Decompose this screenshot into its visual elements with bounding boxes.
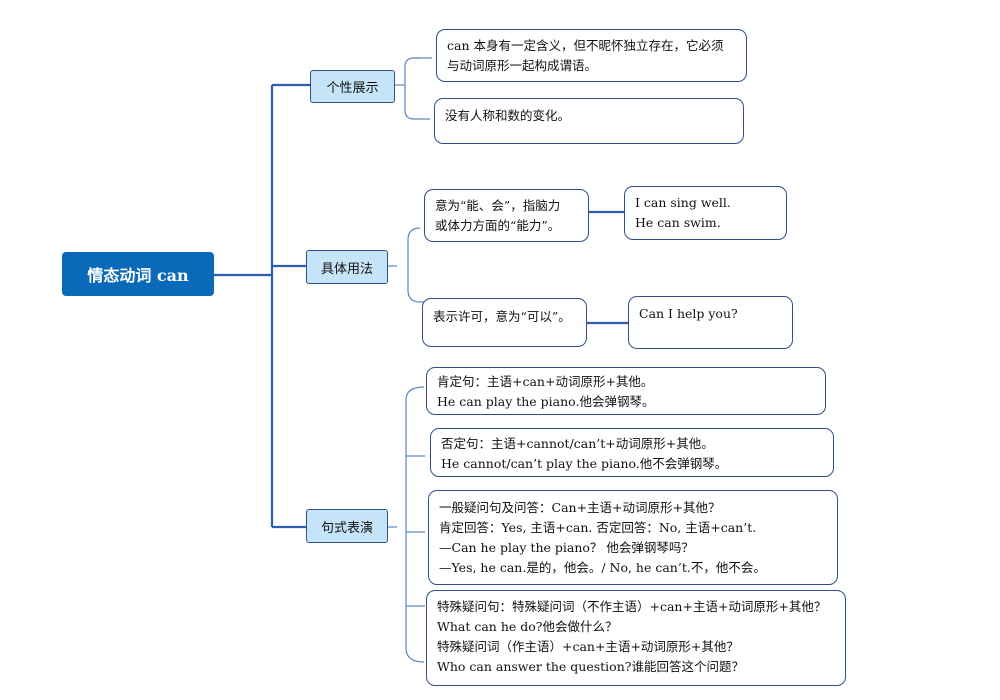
example-text: I can sing well. — [635, 195, 731, 210]
node-text: He can play the piano.他会弹钢琴。 — [437, 394, 655, 409]
personality-node-1: can 本身有一定含义，但不昵怀独立存在，它必须 与动词原形一起构成谓语。 — [436, 29, 747, 82]
node-text: —Yes, he can.是的，他会。/ No, he can’t.不，他不会。 — [439, 560, 766, 575]
node-text: 或体力方面的“能力”。 — [435, 218, 561, 233]
node-text: —Can he play the piano？ 他会弹钢琴吗？ — [439, 540, 694, 555]
category-label: 具体用法 — [320, 261, 373, 277]
node-text: 表示许可，意为“可以”。 — [433, 309, 571, 324]
usage-node-2: 表示许可，意为“可以”。 — [422, 298, 587, 347]
pattern-node-general-question: 一般疑问句及问答：Can+主语+动词原形+其他？ 肯定回答：Yes, 主语+ca… — [428, 490, 838, 585]
node-text: 没有人称和数的变化。 — [445, 108, 571, 123]
personality-node-2: 没有人称和数的变化。 — [434, 98, 744, 144]
usage-node-1: 意为“能、会”，指脑力 或体力方面的“能力”。 — [424, 189, 589, 242]
category-patterns: 句式表演 — [306, 509, 388, 543]
pattern-node-special-question: 特殊疑问句：特殊疑问词（不作主语）+can+主语+动词原形+其他？ What c… — [426, 590, 846, 686]
category-label: 句式表演 — [320, 520, 373, 536]
node-text: 否定句：主语+cannot/can’t+动词原形+其他。 — [441, 436, 714, 451]
example-text: Can I help you? — [639, 306, 738, 321]
node-text: 一般疑问句及问答：Can+主语+动词原形+其他？ — [439, 500, 721, 515]
example-text: He can swim. — [635, 215, 721, 230]
node-text: 意为“能、会”，指脑力 — [435, 198, 561, 213]
node-text: 肯定句：主语+can+动词原形+其他。 — [437, 374, 654, 389]
node-text: 肯定回答：Yes, 主语+can. 否定回答：No, 主语+can’t. — [439, 520, 757, 535]
node-text: 与动词原形一起构成谓语。 — [447, 58, 598, 73]
category-personality: 个性展示 — [310, 70, 395, 103]
node-text: can 本身有一定含义，但不昵怀独立存在，它必须 — [447, 38, 724, 53]
pattern-node-affirmative: 肯定句：主语+can+动词原形+其他。 He can play the pian… — [426, 367, 826, 415]
node-text: He cannot/can’t play the piano.他不会弹钢琴。 — [441, 456, 728, 471]
usage-example-2: Can I help you? — [628, 296, 793, 349]
category-label: 个性展示 — [326, 81, 379, 96]
usage-example-1: I can sing well. He can swim. — [624, 186, 787, 240]
node-text: What can he do?他会做什么？ — [437, 619, 618, 634]
node-text: Who can answer the question?谁能回答这个问题？ — [437, 659, 744, 674]
root-label: 情态动词 can — [87, 266, 189, 285]
pattern-node-negative: 否定句：主语+cannot/can’t+动词原形+其他。 He cannot/c… — [430, 428, 834, 477]
category-usage: 具体用法 — [306, 250, 388, 284]
node-text: 特殊疑问句：特殊疑问词（不作主语）+can+主语+动词原形+其他？ — [437, 599, 827, 614]
root-node: 情态动词 can — [62, 252, 214, 296]
node-text: 特殊疑问词（作主语）+can+主语+动词原形+其他？ — [437, 639, 739, 654]
